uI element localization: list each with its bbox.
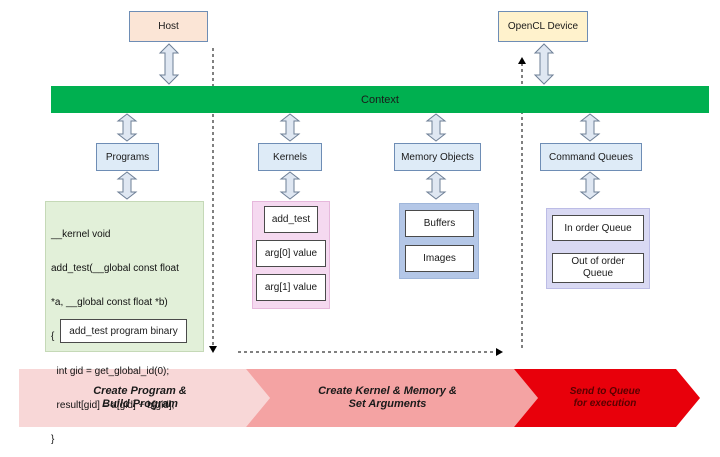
memory-item-label: Images: [423, 253, 456, 264]
queue-item-in-order: In order Queue: [552, 215, 644, 241]
kernel-item-arg1: arg[1] value: [256, 274, 326, 301]
step-1-line2: Build Program: [102, 398, 178, 410]
context-queues-arrow: [579, 113, 601, 142]
step-2-line1: Create Kernel & Memory &: [318, 385, 457, 397]
kernel-item-add-test: add_test: [264, 206, 318, 233]
queue-item-label: Out of order Queue: [571, 256, 625, 279]
programs-code-arrow: [116, 171, 138, 200]
kernel-source-code: __kernel void add_test(__global const fl…: [51, 206, 211, 457]
memory-item-images: Images: [405, 245, 474, 272]
program-binary-box: add_test program binary: [60, 319, 187, 343]
code-line: result[gid] = a[gid] + b[gid];: [51, 399, 175, 411]
memory-list-arrow: [425, 171, 447, 200]
code-line: {: [51, 331, 55, 343]
code-line: }: [51, 434, 55, 446]
kernel-item-label: arg[0] value: [264, 248, 318, 259]
command-queues-label: Command Queues: [549, 151, 633, 163]
kernel-item-arg0: arg[0] value: [256, 240, 326, 267]
programs-node: Programs: [96, 143, 159, 171]
step-2-label: Create Kernel & Memory & Set Arguments: [275, 378, 500, 418]
context-kernels-arrow: [279, 113, 301, 142]
opencl-device-node: OpenCL Device: [498, 11, 588, 42]
kernels-label: Kernels: [273, 151, 307, 163]
programs-label: Programs: [105, 151, 150, 163]
kernels-list-arrow: [279, 171, 301, 200]
queues-list-arrow: [579, 171, 601, 200]
double-arrows: [116, 43, 601, 200]
step-chevrons: [19, 369, 700, 427]
command-queues-node: Command Queues: [540, 143, 642, 171]
step-1-chevron: [19, 369, 270, 427]
memory-item-buffers: Buffers: [405, 210, 474, 237]
context-bar: Context: [51, 86, 709, 113]
host-label: Host: [158, 21, 179, 32]
context-programs-arrow: [116, 113, 138, 142]
context-label: Context: [361, 93, 399, 106]
step-3-chevron: [514, 369, 700, 427]
context-memory-arrow: [425, 113, 447, 142]
memory-objects-label: Memory Objects: [401, 151, 474, 163]
queue-item-out-of-order: Out of order Queue: [552, 253, 644, 283]
device-context-arrow: [533, 43, 555, 85]
step-3-line2: for execution: [573, 398, 637, 409]
memory-item-label: Buffers: [423, 218, 456, 229]
step-1-line1: Create Program &: [93, 385, 187, 397]
memory-objects-node: Memory Objects: [394, 143, 481, 171]
code-line: int gid = get_global_id(0);: [51, 365, 170, 377]
kernel-item-label: arg[1] value: [264, 282, 318, 293]
host-node: Host: [129, 11, 208, 42]
queue-item-label: In order Queue: [564, 222, 632, 234]
code-line: __kernel void: [51, 228, 111, 240]
step-2-line2: Set Arguments: [348, 398, 427, 410]
host-context-arrow: [158, 43, 180, 85]
kernel-item-label: add_test: [271, 214, 311, 225]
code-line: *a, __global const float *b): [51, 297, 168, 309]
kernels-node: Kernels: [258, 143, 322, 171]
step-3-line1: Send to Queue: [569, 386, 641, 397]
program-binary-label: add_test program binary: [69, 325, 178, 337]
code-line: add_test(__global const float: [51, 263, 179, 275]
device-label: OpenCL Device: [507, 21, 579, 32]
connectors-layer: [19, 43, 700, 427]
step-2-chevron: [246, 369, 538, 427]
step-1-label: Create Program & Build Program: [40, 378, 240, 418]
step-3-label: Send to Queue for execution: [540, 380, 670, 416]
